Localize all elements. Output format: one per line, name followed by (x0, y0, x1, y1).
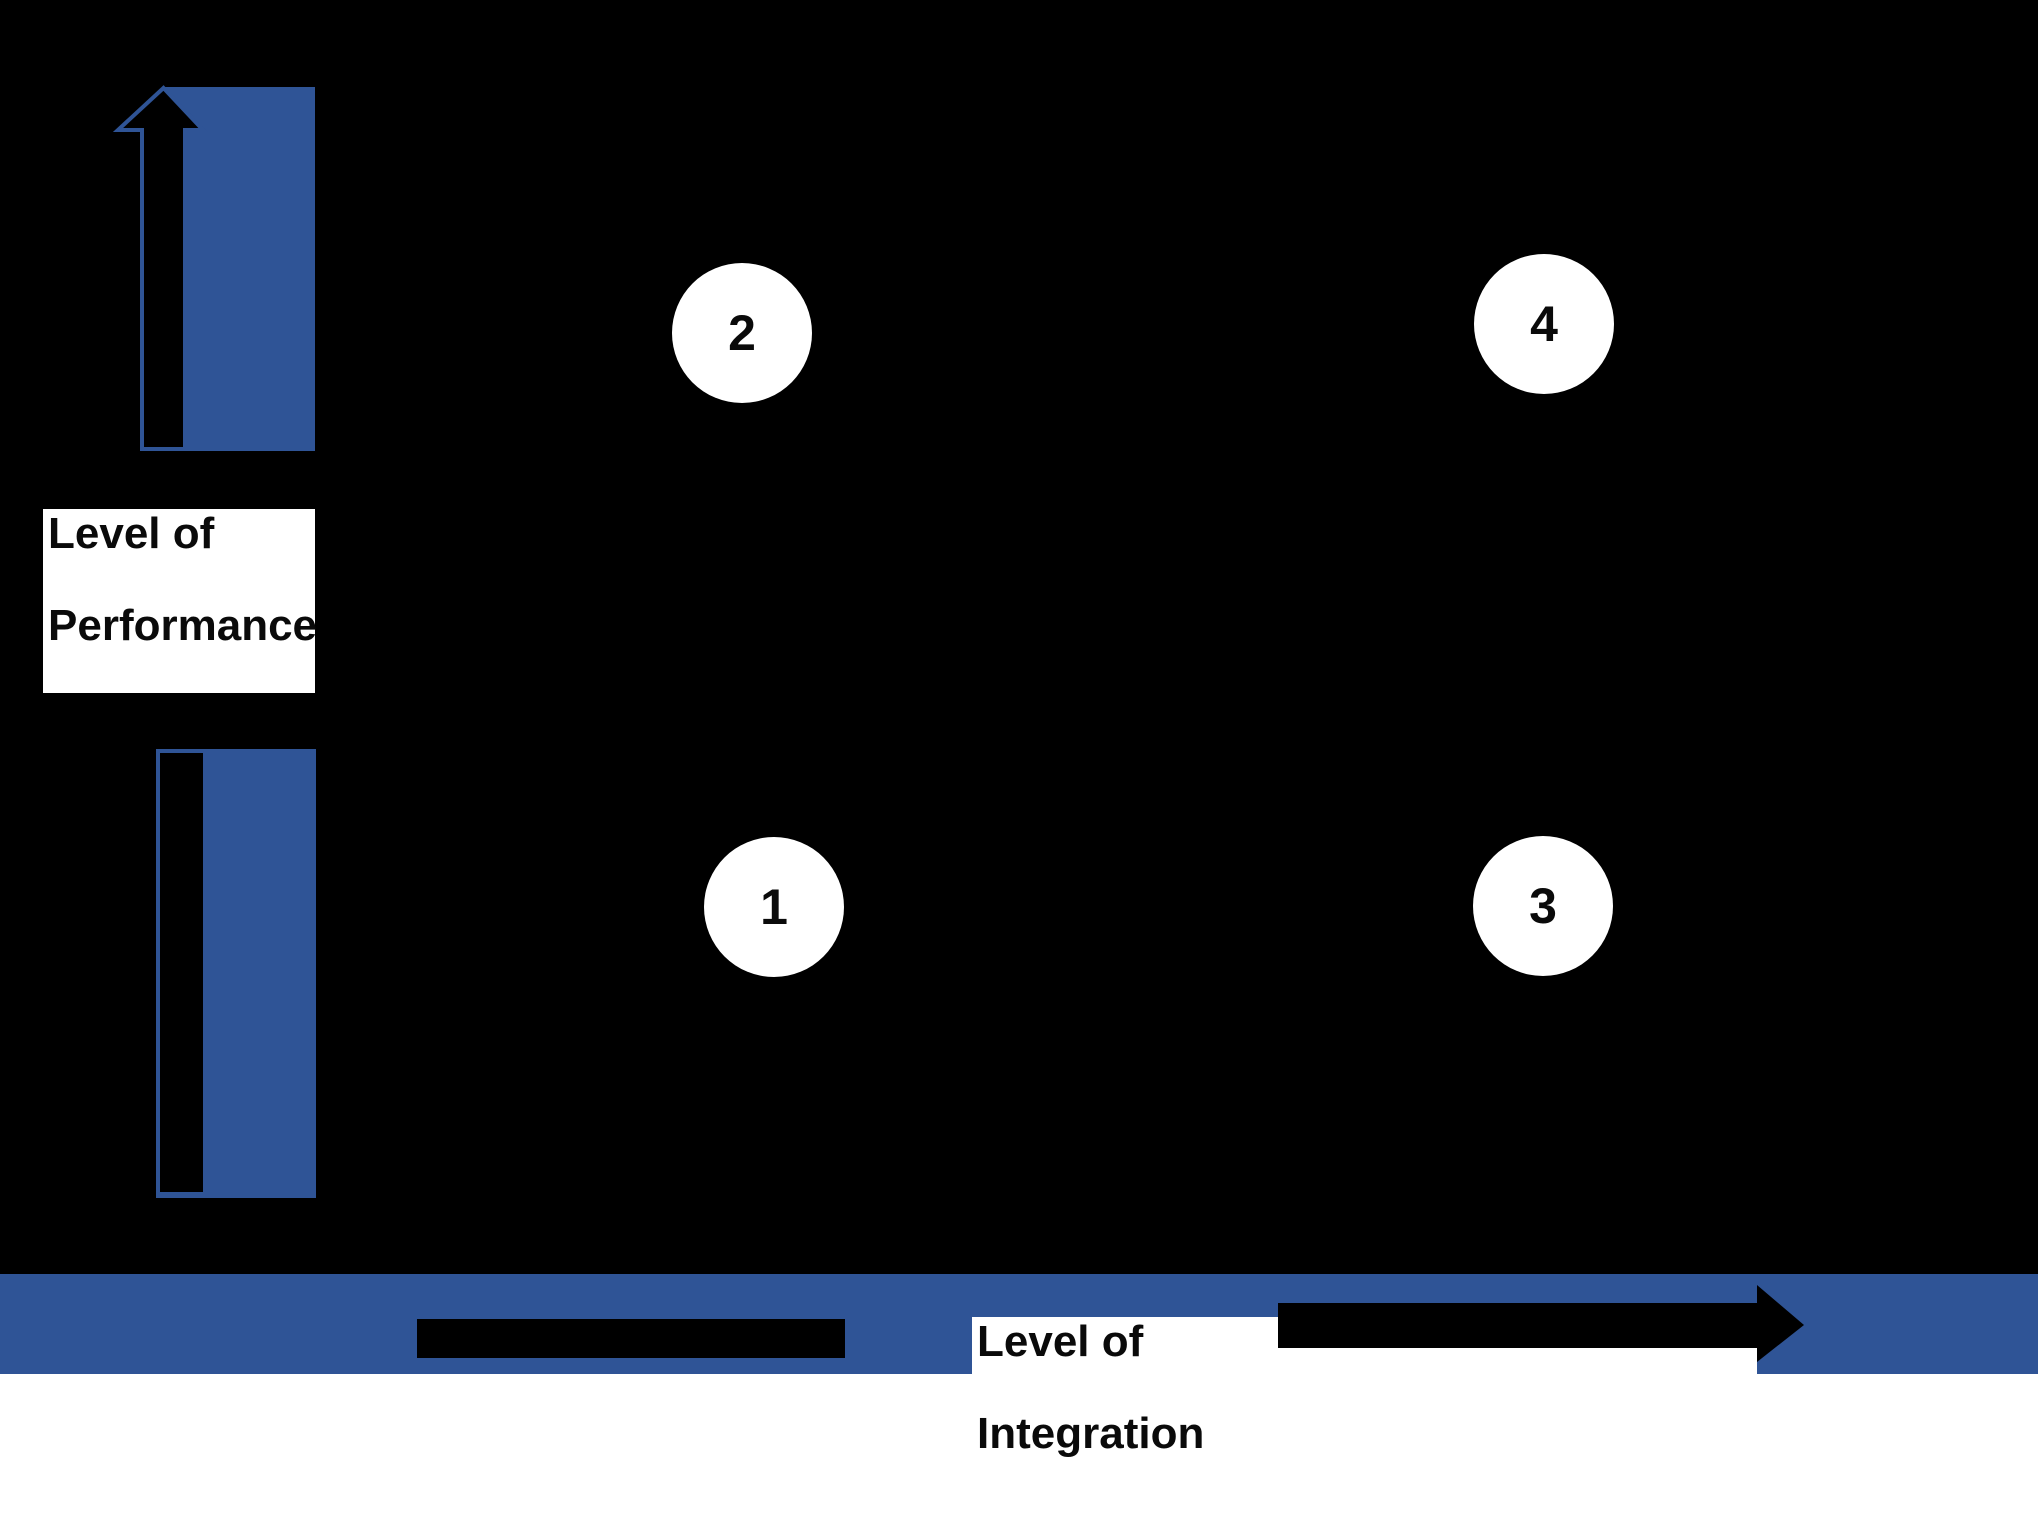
vertical-bar-icon (156, 749, 207, 1196)
right-arrow-icon (1278, 1285, 1804, 1362)
quadrant-number-1: 1 (760, 879, 788, 935)
quadrant-number-3: 3 (1529, 878, 1557, 934)
plot-area (0, 0, 2038, 1274)
quadrant-circle-4: 4 (1474, 254, 1614, 394)
x-axis-label: Level of Integration (972, 1317, 1757, 1505)
x-axis-label-line2: Integration (977, 1409, 1205, 1458)
y-axis-label-line1: Level of (48, 509, 215, 558)
quadrant-circle-3: 3 (1473, 836, 1613, 976)
up-arrow-icon (112, 85, 208, 451)
quadrant-number-4: 4 (1530, 296, 1558, 352)
quadrant-circle-2: 2 (672, 263, 812, 403)
x-axis-label-line1: Level of (977, 1317, 1144, 1366)
y-axis-label: Level of Performance (43, 509, 318, 693)
quadrant-circle-1: 1 (704, 837, 844, 977)
y-axis-label-line2: Performance (48, 601, 318, 650)
quadrant-number-2: 2 (728, 305, 756, 361)
horizontal-bar-icon (417, 1319, 845, 1358)
y-axis-high-column (163, 87, 315, 451)
